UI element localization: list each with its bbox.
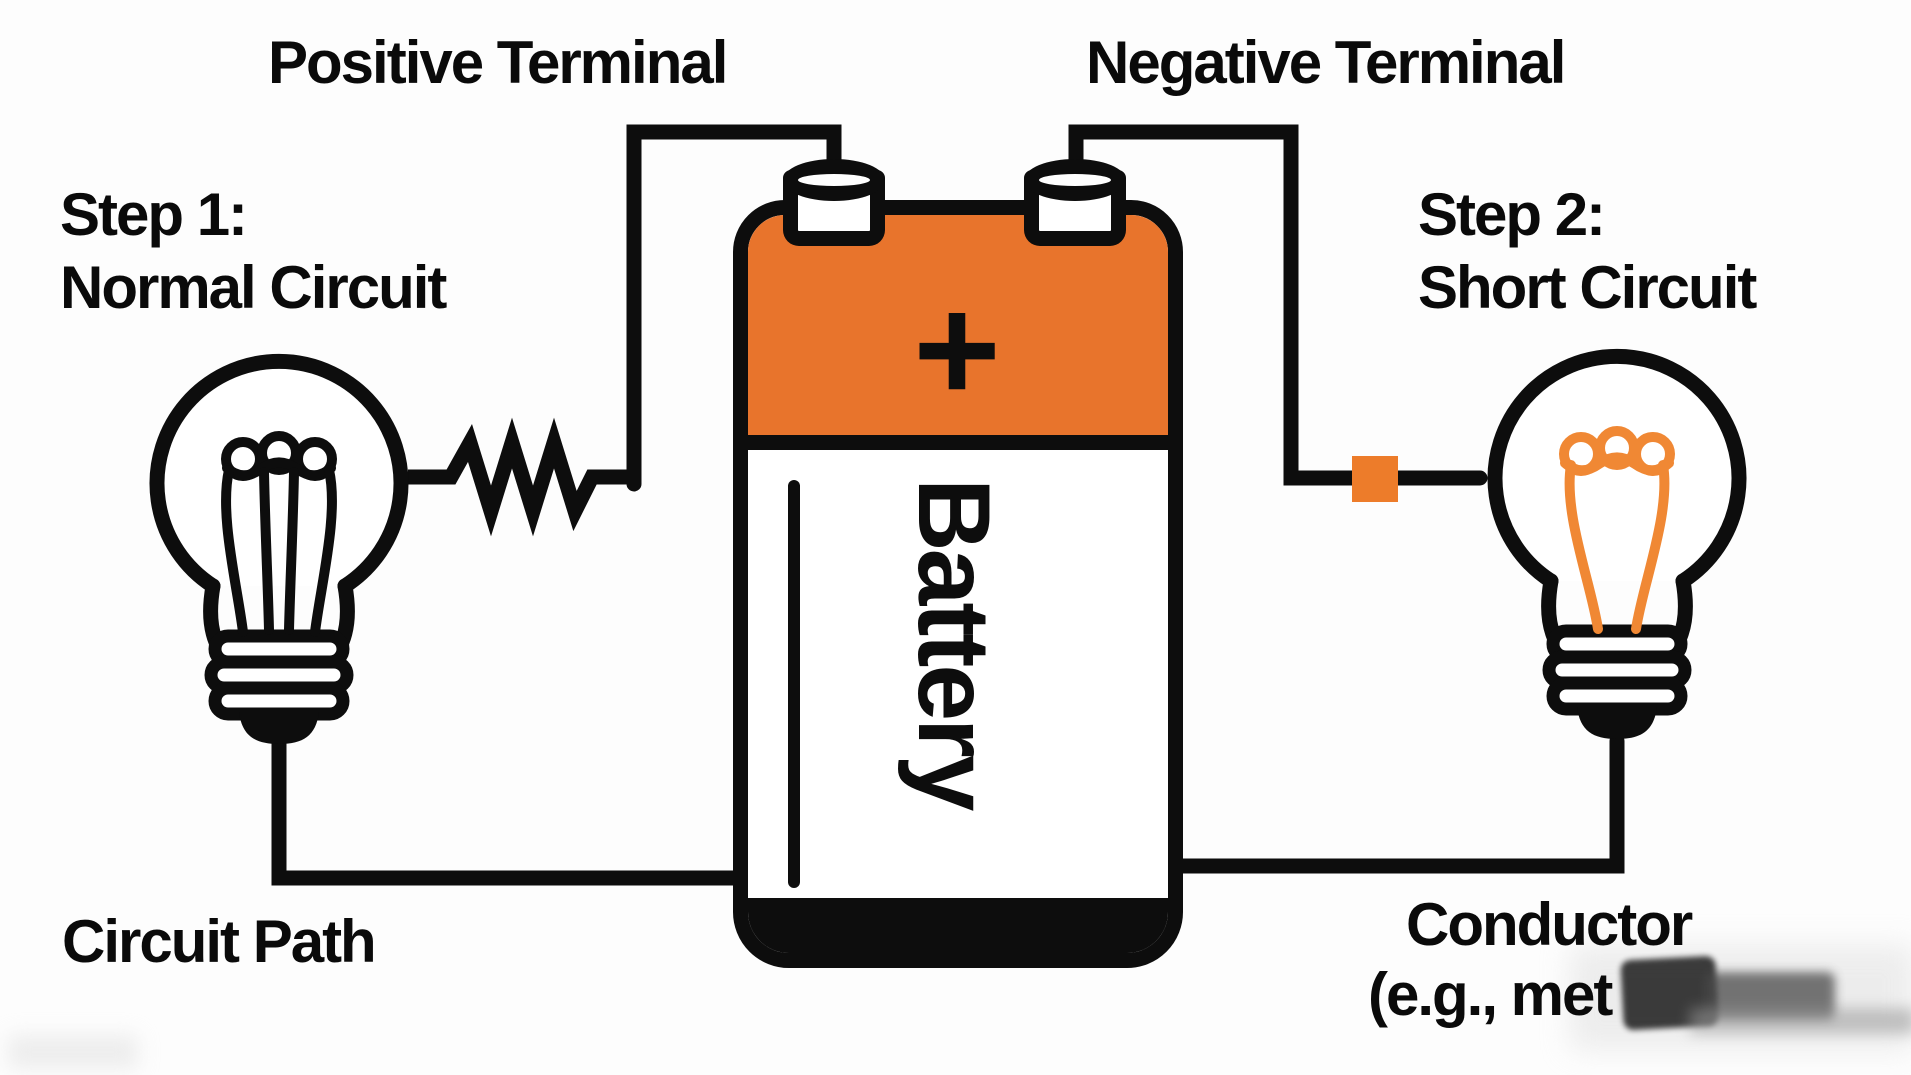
battery-inner-line: [788, 480, 800, 888]
filament-coil-glowing: [1559, 426, 1675, 634]
return-wire-left: [271, 736, 748, 886]
artifact-smudge-mid: [1705, 972, 1835, 1020]
bulb-tip: [1577, 707, 1657, 739]
resistor-icon: [408, 417, 641, 537]
negative-terminal-post: [1024, 159, 1126, 246]
negative-terminal-label: Negative Terminal: [1086, 29, 1566, 96]
step1-line1: Step 1:: [60, 181, 248, 248]
artifact-smudge-streak: [1690, 1008, 1911, 1034]
battery-positive-section: +: [748, 215, 1168, 450]
return-wire-right: [1169, 733, 1625, 874]
conductor-square-icon: [1352, 456, 1398, 502]
artifact-smudge-corner: [8, 1035, 138, 1069]
conductor-label-line1: Conductor: [1406, 891, 1693, 958]
circuit-path-label: Circuit Path: [62, 908, 377, 975]
filament-coil: [221, 431, 337, 637]
plus-symbol: +: [913, 265, 1001, 433]
conductor-label-line2: (e.g., met: [1368, 961, 1613, 1028]
step2-line2: Short Circuit: [1418, 254, 1757, 322]
bulb-tip: [239, 712, 319, 744]
step2-line1: Step 2:: [1418, 181, 1606, 248]
bulb-normal-icon: [149, 353, 409, 744]
positive-terminal-post: [783, 159, 885, 246]
bulb-screw-threads: [1542, 624, 1692, 716]
battery-bottom-cap: [748, 898, 1168, 953]
step1-label: Step 1: Normal Circuit: [60, 178, 447, 324]
artifact-smudge-dark: [1620, 955, 1719, 1031]
battery-figure: + Battery: [733, 200, 1183, 968]
bulb-short-icon: [1487, 348, 1747, 739]
step1-line2: Normal Circuit: [60, 254, 447, 322]
battery-label: Battery: [897, 478, 1012, 809]
step2-label: Step 2: Short Circuit: [1418, 178, 1757, 324]
positive-terminal-label: Positive Terminal: [268, 29, 728, 96]
bulb-screw-threads: [204, 629, 354, 721]
